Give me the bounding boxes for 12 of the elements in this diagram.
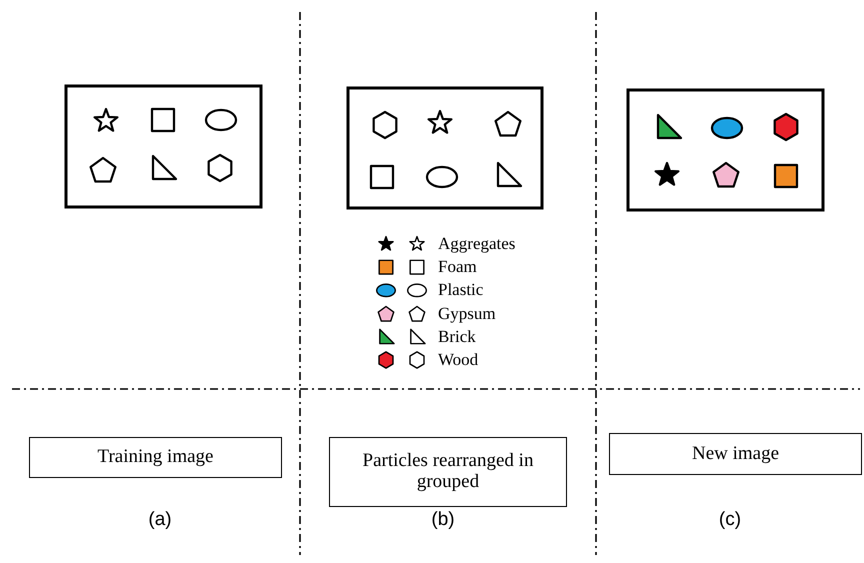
caption-box: Training image	[29, 437, 282, 478]
caption-box: Particles rearranged in grouped	[329, 437, 567, 507]
legend-text: Aggregates	[438, 235, 516, 252]
panel-label: (b)	[431, 509, 455, 531]
panel-label: (a)	[148, 509, 172, 531]
legend-text: Plastic	[438, 281, 484, 298]
legend-text: Gypsum	[438, 304, 496, 322]
legend-text: Foam	[438, 258, 477, 276]
legend-text: Wood	[438, 351, 478, 368]
legend-text: Brick	[438, 328, 476, 345]
caption-box: New image	[609, 433, 862, 475]
panel-label: (c)	[718, 509, 742, 531]
